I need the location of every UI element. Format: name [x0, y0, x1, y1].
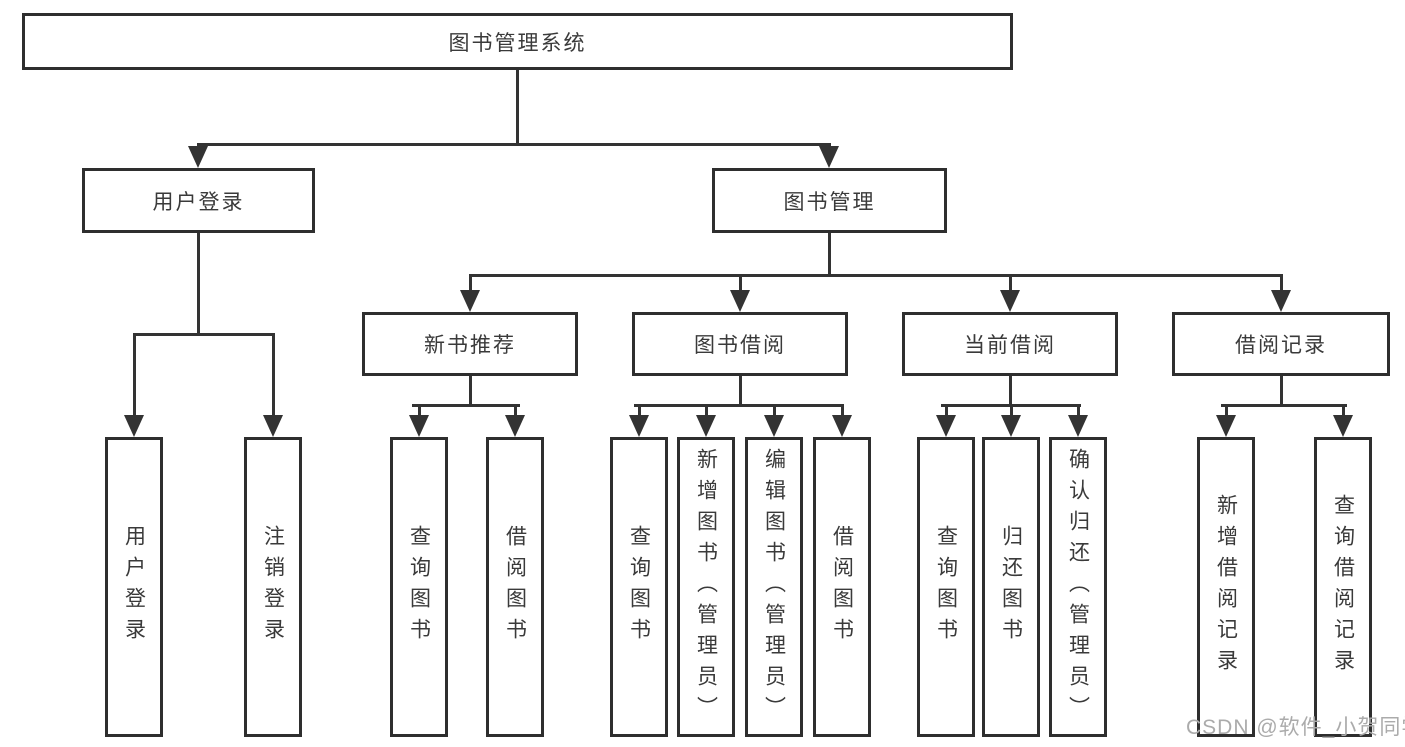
connector-line	[1221, 404, 1347, 407]
arrow-down-icon	[124, 415, 144, 437]
connector-line	[638, 404, 641, 417]
csdn-watermark: CSDN @软件_小贺同学	[1186, 716, 1405, 739]
arrow-down-icon	[696, 415, 716, 437]
connector-line	[1225, 404, 1228, 417]
connector-line	[197, 143, 831, 146]
connector-line	[418, 404, 421, 417]
leaf-return-books: 归还图书	[982, 437, 1040, 737]
leaf-label: 查询图书	[407, 525, 431, 649]
leaf-label: 新增图书（管理员）	[694, 447, 718, 727]
connector-line	[1010, 404, 1013, 417]
leaf-search-borrow-record: 查询借阅记录	[1314, 437, 1372, 737]
leaf-confirm-return-admin: 确认归还（管理员）	[1049, 437, 1107, 737]
leaf-label: 用户登录	[122, 525, 146, 649]
connector-line	[739, 376, 742, 404]
arrow-down-icon	[819, 146, 839, 168]
connector-line	[945, 404, 948, 417]
leaf-label: 查询图书	[627, 525, 651, 649]
leaf-search-books-current: 查询图书	[917, 437, 975, 737]
connector-line	[133, 333, 275, 336]
connector-line	[412, 404, 520, 407]
connector-line	[272, 333, 275, 417]
leaf-label: 查询借阅记录	[1331, 494, 1355, 680]
arrow-down-icon	[460, 290, 480, 312]
connector-line	[828, 233, 831, 274]
arrow-down-icon	[730, 290, 750, 312]
node-library-system: 图书管理系统	[22, 13, 1013, 70]
leaf-add-borrow-record: 新增借阅记录	[1197, 437, 1255, 737]
leaf-label: 注销登录	[261, 525, 285, 649]
arrow-down-icon	[936, 415, 956, 437]
arrow-down-icon	[1001, 415, 1021, 437]
leaf-borrow-books-recommend: 借阅图书	[486, 437, 544, 737]
arrow-down-icon	[629, 415, 649, 437]
node-borrow-record: 借阅记录	[1172, 312, 1390, 376]
connector-line	[773, 404, 776, 417]
arrow-down-icon	[1333, 415, 1353, 437]
connector-line	[469, 274, 472, 292]
connector-line	[1280, 274, 1283, 292]
connector-line	[634, 404, 844, 407]
connector-line	[1009, 274, 1012, 292]
connector-line	[514, 404, 517, 417]
leaf-add-books-admin: 新增图书（管理员）	[677, 437, 735, 737]
leaf-label: 归还图书	[999, 525, 1023, 649]
arrow-down-icon	[1216, 415, 1236, 437]
node-current-borrow: 当前借阅	[902, 312, 1118, 376]
node-new-book-recommend: 新书推荐	[362, 312, 578, 376]
connector-line	[1009, 376, 1012, 404]
arrow-down-icon	[832, 415, 852, 437]
connector-line	[516, 70, 519, 143]
connector-line	[1342, 404, 1345, 417]
arrow-down-icon	[505, 415, 525, 437]
leaf-logout: 注销登录	[244, 437, 302, 737]
arrow-down-icon	[764, 415, 784, 437]
node-book-borrow: 图书借阅	[632, 312, 848, 376]
connector-line	[469, 274, 1282, 277]
leaf-user-login: 用户登录	[105, 437, 163, 737]
connector-line	[739, 274, 742, 292]
leaf-label: 借阅图书	[503, 525, 527, 649]
arrow-down-icon	[1000, 290, 1020, 312]
node-user-login: 用户登录	[82, 168, 315, 233]
connector-line	[705, 404, 708, 417]
leaf-label: 借阅图书	[830, 525, 854, 649]
arrow-down-icon	[188, 146, 208, 168]
connector-line	[133, 333, 136, 417]
connector-line	[1077, 404, 1080, 417]
leaf-label: 新增借阅记录	[1214, 494, 1238, 680]
leaf-search-books-recommend: 查询图书	[390, 437, 448, 737]
connector-line	[841, 404, 844, 417]
leaf-label: 确认归还（管理员）	[1066, 447, 1090, 727]
leaf-borrow-books: 借阅图书	[813, 437, 871, 737]
arrow-down-icon	[1068, 415, 1088, 437]
leaf-edit-books-admin: 编辑图书（管理员）	[745, 437, 803, 737]
node-book-management: 图书管理	[712, 168, 947, 233]
arrow-down-icon	[1271, 290, 1291, 312]
connector-line	[469, 376, 472, 404]
leaf-label: 查询图书	[934, 525, 958, 649]
leaf-label: 编辑图书（管理员）	[762, 447, 786, 727]
leaf-search-books-borrow: 查询图书	[610, 437, 668, 737]
arrow-down-icon	[263, 415, 283, 437]
connector-line	[1280, 376, 1283, 404]
connector-line	[197, 233, 200, 333]
arrow-down-icon	[409, 415, 429, 437]
